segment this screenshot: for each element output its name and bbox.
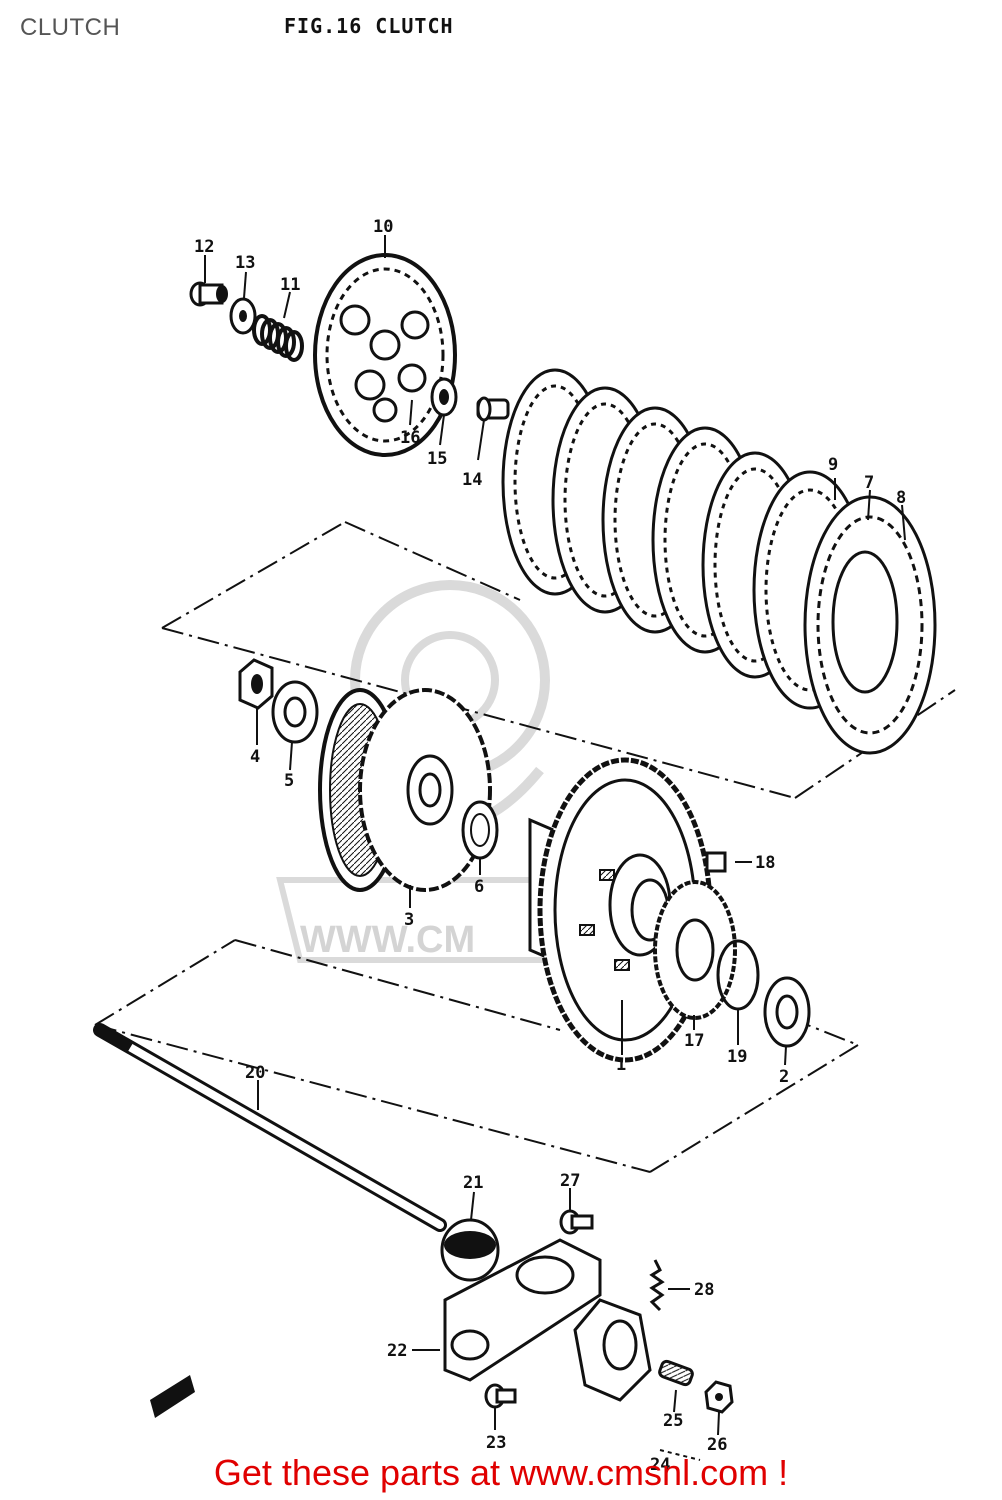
callout-12: 12 (194, 237, 214, 257)
drive-gear-17 (653, 880, 737, 1020)
callout-26: 26 (707, 1435, 727, 1455)
callout-20: 20 (245, 1063, 265, 1083)
callout-1: 1 (616, 1055, 626, 1075)
watermark-text: WWW.CM (300, 919, 475, 961)
nut-4 (238, 658, 274, 710)
leader-lines (204, 235, 906, 1461)
release-lever (573, 1298, 652, 1402)
callout-labels: 1 2 3 4 5 6 7 8 9 10 11 12 13 14 15 16 1… (194, 217, 906, 1475)
callout-13: 13 (235, 253, 255, 273)
clutch-sleeve-hub-3 (318, 688, 492, 892)
spring-28 (649, 1259, 665, 1312)
bearing-15 (430, 377, 458, 417)
callout-4: 4 (250, 747, 260, 767)
assembly-boundary-upper (161, 521, 956, 799)
nut-26 (704, 1380, 734, 1414)
release-bracket-22 (443, 1238, 602, 1382)
washer-6 (461, 800, 499, 860)
callout-28: 28 (694, 1280, 714, 1300)
callout-25: 25 (663, 1411, 683, 1431)
callout-14: 14 (462, 470, 482, 490)
figure-title: FIG.16 CLUTCH (284, 14, 454, 38)
adjust-screw-25 (658, 1359, 694, 1387)
callout-9: 9 (828, 455, 838, 475)
oil-seal-21 (440, 1218, 500, 1282)
callout-2: 2 (779, 1067, 789, 1087)
callout-5: 5 (284, 771, 294, 791)
callout-17: 17 (684, 1031, 704, 1051)
callout-6: 6 (474, 877, 484, 897)
callout-15: 15 (427, 449, 447, 469)
screw-23 (484, 1383, 517, 1409)
page-label: CLUTCH (20, 14, 121, 41)
push-piece-14 (476, 396, 510, 422)
callout-18: 18 (755, 853, 775, 873)
callout-21: 21 (463, 1173, 483, 1193)
callout-19: 19 (727, 1047, 747, 1067)
lockwasher-5 (271, 680, 319, 744)
thrust-washer-2 (763, 976, 811, 1048)
assembly-boundary-lower (94, 939, 859, 1173)
push-rod-20 (93, 1023, 447, 1232)
callout-10: 10 (373, 217, 393, 237)
pin-18 (705, 851, 727, 873)
callout-27: 27 (560, 1171, 580, 1191)
spring-11 (252, 314, 304, 362)
circlip-19 (716, 939, 760, 1011)
callout-8: 8 (896, 488, 906, 508)
forward-arrow-marker (150, 1375, 195, 1418)
clutch-plate-stack (501, 368, 937, 755)
callout-7: 7 (864, 473, 874, 493)
callout-3: 3 (404, 910, 414, 930)
get-parts-link[interactable]: Get these parts at www.cmsnl.com ! (213, 1452, 789, 1493)
callout-11: 11 (280, 275, 300, 295)
screw-27 (559, 1209, 594, 1235)
bolt-12 (189, 281, 228, 307)
pressure-plate-10 (313, 253, 457, 457)
callout-24: 24 (650, 1455, 670, 1475)
callout-16: 16 (400, 428, 420, 448)
callout-23: 23 (486, 1433, 506, 1453)
washer-13 (229, 297, 257, 335)
callout-22: 22 (387, 1341, 407, 1361)
